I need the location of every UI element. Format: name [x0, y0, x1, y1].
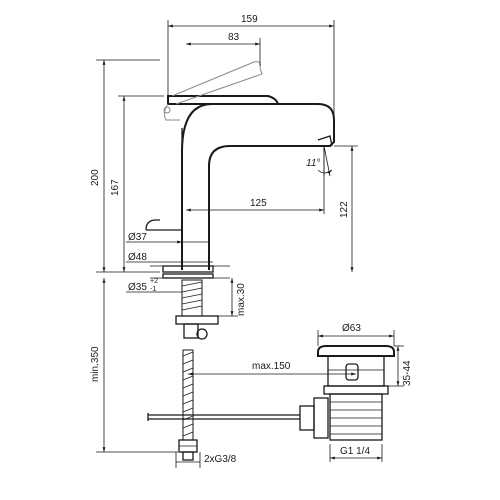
base-plate [150, 265, 230, 279]
dim-hole-tolerance-label: +2 [150, 278, 158, 285]
dim-lever-length-label: 83 [228, 32, 240, 43]
dim-min-hose-label: min.350 [90, 346, 101, 382]
dim-base-diameter: Ø48 [126, 252, 213, 263]
dim-under-spout-label: 122 [339, 201, 350, 218]
dim-waste-diameter-label: Ø63 [342, 323, 361, 334]
dim-body-diameter: Ø37 [126, 232, 209, 243]
faucet-body [181, 103, 335, 270]
dim-spout-height: 167 [110, 95, 164, 272]
waste-thread [330, 401, 382, 435]
dim-waste-plug-range: 35-44 [384, 345, 413, 387]
dim-lever-length: 83 [186, 32, 261, 66]
dim-body-diameter-label: Ø37 [128, 232, 147, 243]
dim-waste-plug-range-label: 35-44 [402, 360, 413, 386]
supply-hose [178, 349, 198, 461]
shank-thread [181, 281, 203, 311]
dim-hole-diameter: Ø35 +2 -1 [126, 278, 182, 293]
waste-fitting [299, 345, 395, 441]
lever-handle [167, 95, 280, 105]
dim-hose-connection: 2xG3/8 [175, 452, 237, 468]
dim-overall-width-label: 159 [241, 14, 258, 25]
dim-max-deck: max.30 [202, 278, 247, 317]
dim-spout-height-label: 167 [110, 179, 121, 196]
popup-rod [145, 219, 182, 231]
dim-min-hose: min.350 [90, 278, 178, 453]
fixing-bracket [175, 315, 219, 340]
dim-overall-height-label: 200 [90, 169, 101, 186]
dim-base-diameter-label: Ø48 [128, 252, 147, 263]
dim-waste-thread: G1 1/4 [329, 444, 383, 462]
dim-waste-diameter: Ø63 [317, 323, 395, 346]
dim-under-spout: 122 [334, 145, 358, 272]
popup-linkage [147, 413, 300, 421]
dim-hole-tolerance-neg-label: -1 [150, 286, 156, 293]
dim-hole-diameter-label: Ø35 [128, 282, 147, 293]
dim-flow-angle: 11° [306, 145, 333, 177]
dim-waste-thread-label: G1 1/4 [340, 446, 370, 457]
dim-spout-reach: 125 [186, 146, 325, 214]
dim-flow-angle-label: 11° [306, 158, 320, 169]
dim-spout-reach-label: 125 [250, 198, 267, 209]
dim-max-deck-label: max.30 [236, 283, 247, 316]
dim-hose-connection-label: 2xG3/8 [204, 454, 237, 465]
mounting-shank [181, 279, 203, 317]
dim-overall-height: 200 [90, 59, 160, 273]
dim-max-waste-offset-label: max.150 [252, 361, 291, 372]
lever-open-position [163, 61, 263, 121]
dim-overall-width: 159 [167, 14, 335, 138]
dim-max-waste-offset: max.150 [188, 361, 356, 376]
